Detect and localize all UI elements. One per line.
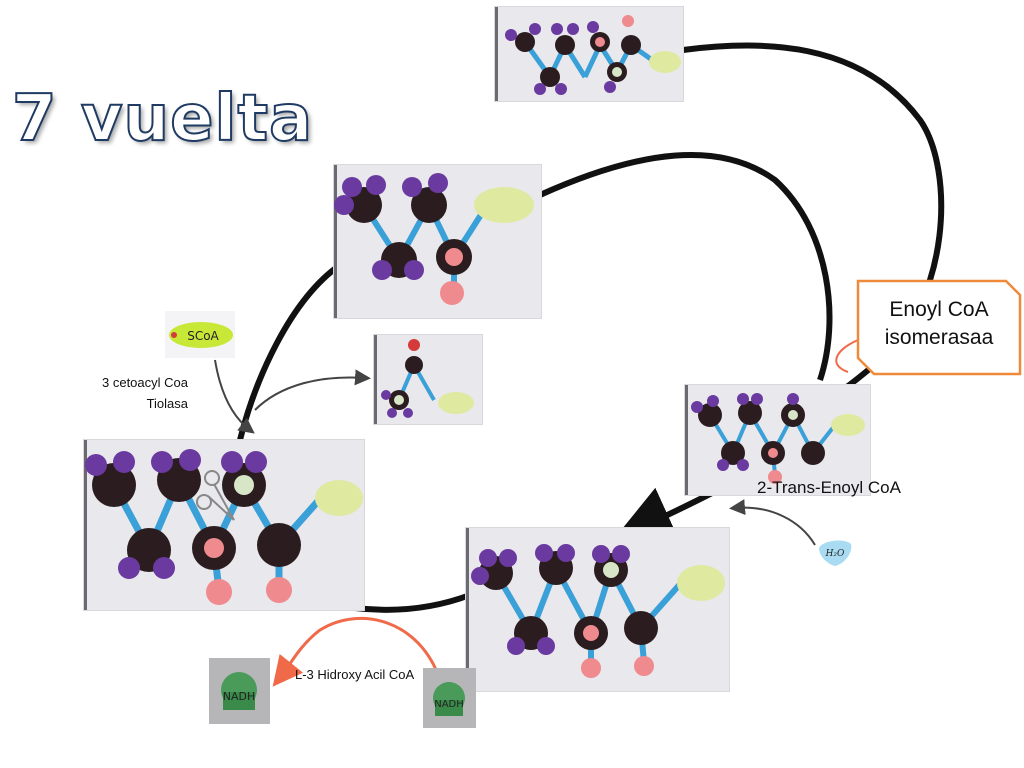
cycle-path-lower xyxy=(354,592,472,613)
molecule-photo-fragment xyxy=(374,335,482,424)
nadh-chip-left-label: NADH xyxy=(223,690,256,703)
hidroxy-acil-label: L-3 Hidroxy Acil CoA xyxy=(295,667,415,682)
isomerase-red-arrow xyxy=(835,339,859,373)
water-chip-label: H₂O xyxy=(825,549,845,559)
molecule-photo-lower xyxy=(466,528,729,691)
nadh-chip-right: NADH xyxy=(423,668,476,728)
cetoacyl-label-line1: 3 cetoacyl Coa xyxy=(102,375,188,390)
molecule-photo-top xyxy=(495,7,683,101)
callout-line2: isomerasaa xyxy=(884,326,994,349)
cycle-path-outer xyxy=(682,42,945,443)
enoyl-isomerase-callout xyxy=(856,279,1022,376)
cycle-path-inner xyxy=(538,151,833,381)
cetoacyl-label-line2: Tiolasa xyxy=(146,396,188,411)
scoa-chip: SCoA xyxy=(165,311,235,358)
cycle-path-left xyxy=(237,262,342,441)
scoa-chip-label: SCoA xyxy=(187,329,219,343)
nadh-chip-right-label: NADH xyxy=(434,699,464,710)
molecule-photo-left xyxy=(84,440,364,610)
nadh-red-arrow xyxy=(272,616,442,687)
callout-text: Enoyl CoA isomerasaa xyxy=(856,296,1022,352)
nadh-chip-left: NADH xyxy=(209,658,270,724)
scoa-arrow xyxy=(214,359,255,434)
fragment-arrow xyxy=(254,369,371,411)
callout-line1: Enoyl CoA xyxy=(889,298,989,321)
molecule-photo-right xyxy=(685,385,870,495)
page-title: 7 vuelta xyxy=(11,81,314,157)
molecule-photo-upper xyxy=(334,165,541,318)
water-arrow xyxy=(729,499,816,546)
trans-enoyl-label: 2-Trans-Enoyl CoA xyxy=(757,478,901,497)
water-chip: H₂O xyxy=(815,536,855,568)
